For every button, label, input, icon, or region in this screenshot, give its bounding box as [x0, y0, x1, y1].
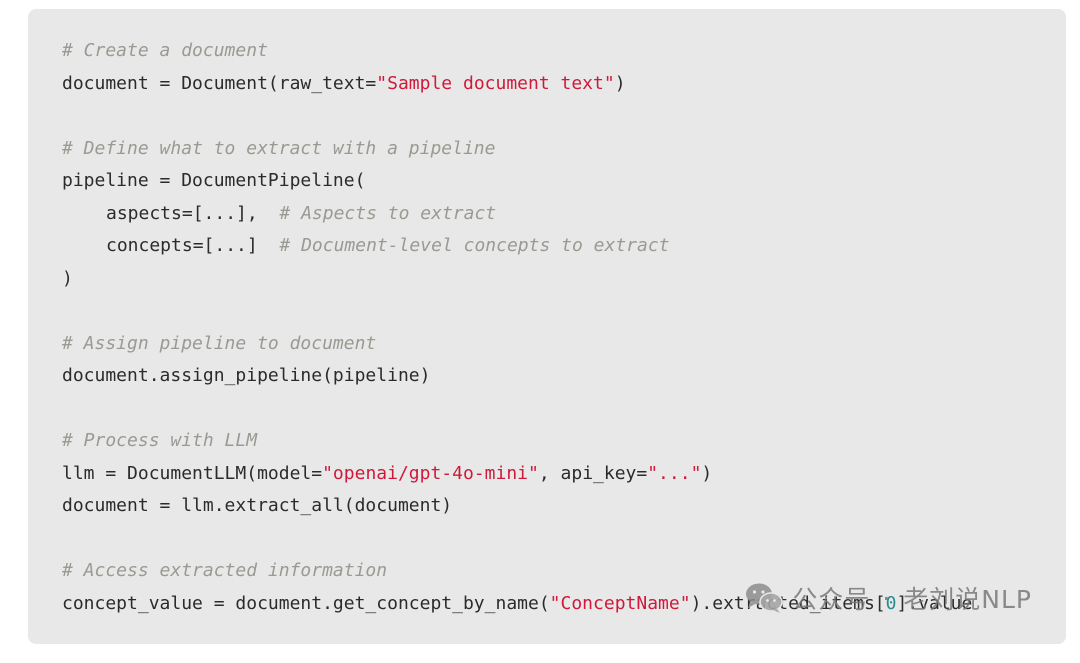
code-blank-line [62, 523, 972, 556]
code-line-17: # Access extracted information [62, 555, 972, 588]
code-comment: # Create a document [62, 40, 268, 61]
code-line-14: llm = DocumentLLM(model="openai/gpt-4o-m… [62, 458, 972, 491]
code-line-5: pipeline = DocumentPipeline( [62, 165, 972, 198]
code-text: concepts=[...] [106, 235, 280, 256]
watermark-brand: 公众号 [792, 585, 871, 614]
code-blank-line [62, 100, 972, 133]
code-line-18: concept_value = document.get_concept_by_… [62, 588, 972, 621]
watermark-author: 老刘说NLP [903, 585, 1032, 614]
watermark-separator: · [882, 583, 892, 613]
code-card: # Create a document document = Document(r… [28, 9, 1066, 644]
code-text: ].value [896, 592, 973, 614]
code-number: 0 [885, 592, 897, 614]
code-string: "..." [647, 462, 702, 484]
code-blank-line [62, 393, 972, 426]
code-string: "ConceptName" [549, 592, 691, 614]
code-comment: # Access extracted information [62, 560, 388, 581]
code-text: pipeline = DocumentPipeline( [62, 170, 366, 191]
code-text: llm = DocumentLLM(model= [62, 462, 323, 484]
code-comment: # Document-level concepts to extract [279, 235, 670, 256]
code-text: concept_value = document.get_concept_by_… [62, 592, 550, 614]
code-comment: # Assign pipeline to document [62, 332, 377, 354]
code-block: # Create a document document = Document(r… [62, 35, 972, 620]
code-comment: # Aspects to extract [279, 202, 497, 224]
wechat-icon [746, 583, 784, 613]
code-comment: # Process with LLM [62, 430, 258, 451]
code-line-1: # Create a document [62, 35, 972, 68]
code-text: ) [62, 267, 73, 289]
code-string: "openai/gpt-4o-mini" [322, 462, 539, 484]
code-line-2: document = Document(raw_text="Sample doc… [62, 68, 972, 101]
code-text: ) [701, 462, 713, 484]
code-line-15: document = llm.extract_all(document) [62, 490, 972, 523]
code-line-10: # Assign pipeline to document [62, 328, 972, 361]
code-text: , api_key= [538, 462, 648, 484]
code-line-4: # Define what to extract with a pipeline [62, 133, 972, 166]
code-text: aspects=[...], [106, 202, 280, 224]
code-text: document.assign_pipeline(pipeline) [62, 365, 431, 386]
code-text: document = Document(raw_text= [62, 72, 377, 94]
code-line-11: document.assign_pipeline(pipeline) [62, 360, 972, 393]
code-line-13: # Process with LLM [62, 425, 972, 458]
code-text: ) [614, 72, 626, 94]
code-line-8: ) [62, 263, 972, 296]
code-text: document = llm.extract_all(document) [62, 495, 453, 516]
watermark: 公众号 · 老刘说NLP [744, 580, 1032, 616]
code-blank-line [62, 295, 972, 328]
code-line-6: aspects=[...], # Aspects to extract [62, 198, 972, 231]
code-string: "Sample document text" [376, 72, 615, 94]
code-line-7: concepts=[...] # Document-level concepts… [62, 230, 972, 263]
code-comment: # Define what to extract with a pipeline [62, 137, 496, 159]
code-text: ).extracted_items[ [690, 592, 886, 614]
